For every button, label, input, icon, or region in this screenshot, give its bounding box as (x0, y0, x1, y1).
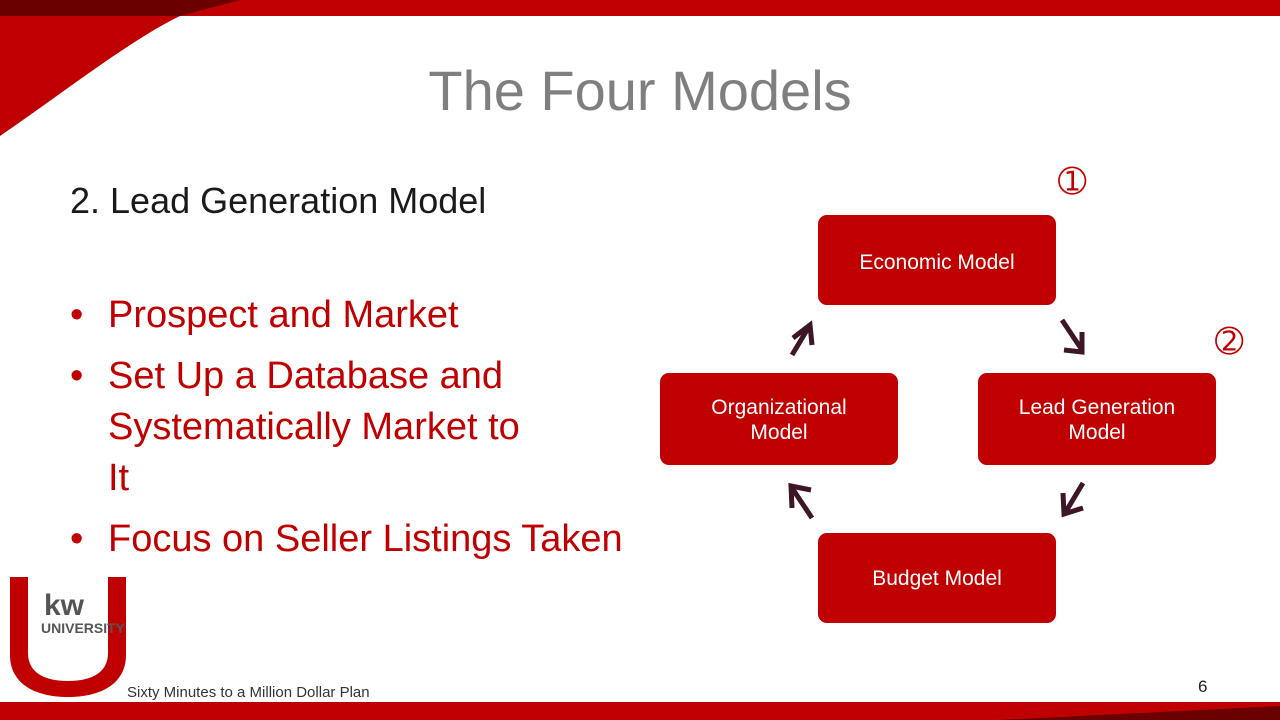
arrow-up-right-icon (789, 320, 815, 357)
organizational-model-box: Organizational Model (660, 373, 898, 465)
arrow-down-right-icon (1059, 318, 1085, 355)
step-marker-1: ➀ (1058, 162, 1087, 202)
bullet-list: Prospect and Market Set Up a Database an… (70, 290, 710, 575)
arrow-up-left-icon (788, 482, 815, 520)
economic-model-label: Economic Model (859, 251, 1015, 274)
top-swoosh-decoration (0, 0, 1280, 136)
bullet-item: Set Up a Database and Systematically Mar… (70, 351, 528, 504)
bottom-bar-decoration (0, 702, 1280, 720)
kw-university-logo: kw UNIVERSITY (10, 577, 126, 697)
lead-generation-model-box: Lead Generation Model (978, 373, 1216, 465)
footer-text: Sixty Minutes to a Million Dollar Plan (127, 684, 370, 701)
step-marker-2: ➁ (1215, 322, 1244, 362)
budget-model-label: Budget Model (872, 567, 1002, 590)
slide-title: The Four Models (428, 59, 852, 122)
bullet-item: Focus on Seller Listings Taken (70, 514, 710, 565)
economic-model-box: Economic Model (818, 215, 1056, 305)
svg-text:kw: kw (44, 589, 85, 622)
page-number: 6 (1198, 677, 1208, 696)
svg-text:UNIVERSITY: UNIVERSITY (41, 620, 126, 636)
arrow-down-left-icon (1060, 481, 1086, 518)
section-heading: 2. Lead Generation Model (70, 180, 487, 221)
organizational-model-label: Organizational Model (711, 396, 847, 444)
lead-generation-model-label: Lead Generation Model (1018, 396, 1176, 444)
bullet-item: Prospect and Market (70, 290, 710, 341)
budget-model-box: Budget Model (818, 533, 1056, 623)
